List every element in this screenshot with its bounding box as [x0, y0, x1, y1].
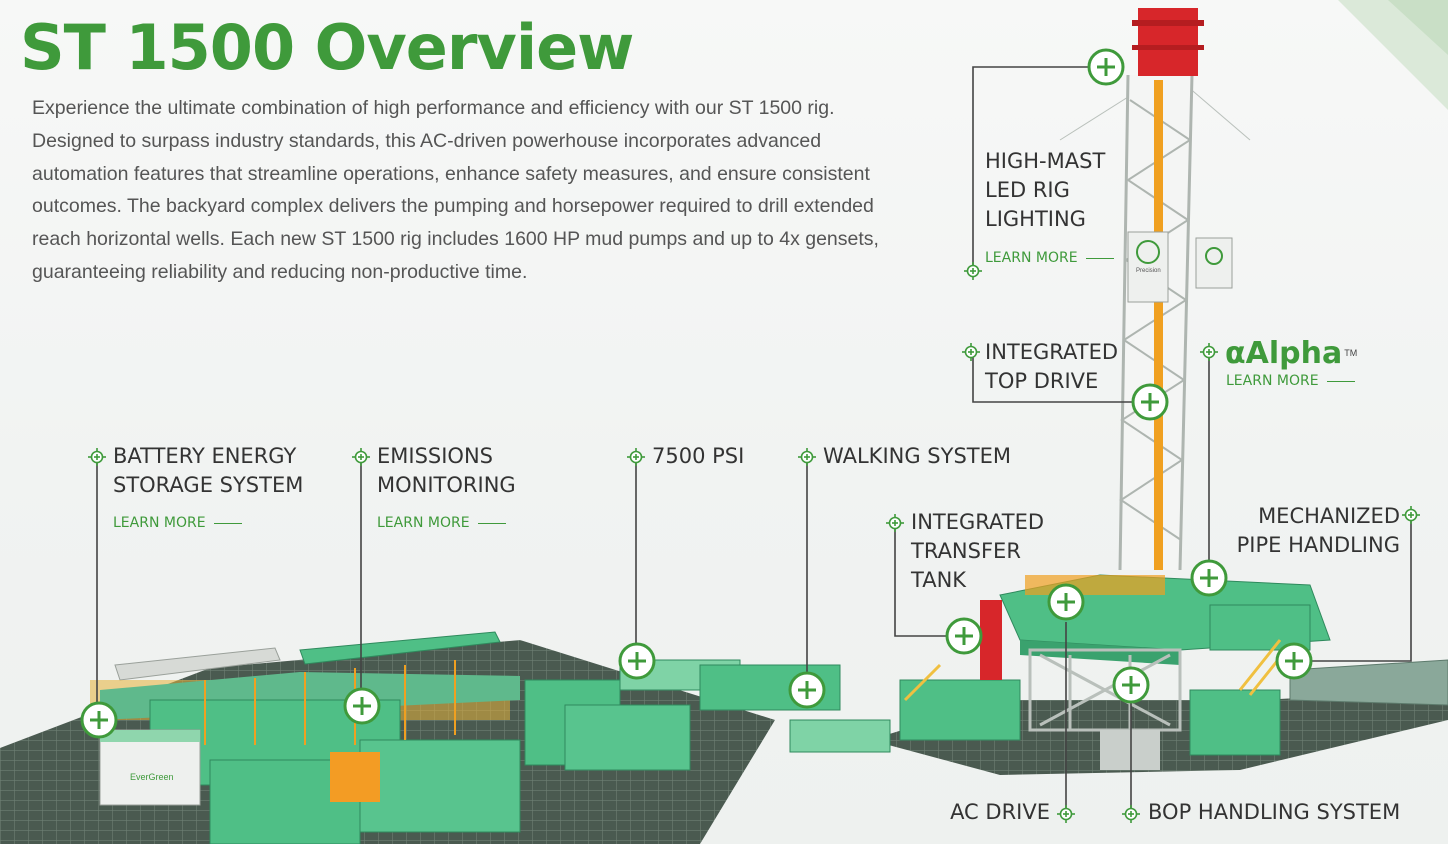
- pin-icon: [963, 261, 983, 281]
- feature-label-walking: Walking System: [823, 444, 1012, 468]
- pin-icon: [1401, 505, 1421, 525]
- hotspot-battery-plus-icon[interactable]: [80, 701, 118, 739]
- feature-label-bop: BOP Handling System: [1148, 800, 1401, 824]
- corner-decoration: [1278, 0, 1448, 110]
- hotspot-high-mast-plus-icon[interactable]: [1087, 48, 1125, 86]
- learn-more-text: LEARN MORE: [985, 250, 1078, 266]
- pin-icon: [626, 447, 646, 467]
- feature-label-top-drive: Integrated Top Drive: [985, 340, 1119, 393]
- pin-icon: [797, 447, 817, 467]
- hotspot-alpha-plus-icon[interactable]: [1190, 559, 1228, 597]
- learn-more-high-mast-link[interactable]: LEARN MORE: [985, 250, 1114, 266]
- feature-label-battery: Battery Energy Storage System: [113, 444, 304, 497]
- feature-label-pipe-handling: Mechanized Pipe Handling: [1236, 504, 1400, 557]
- precision-badge-text: Precision: [1136, 268, 1161, 274]
- hotspot-bop-plus-icon[interactable]: [1112, 666, 1150, 704]
- feature-label-transfer-tank: Integrated Transfer Tank: [911, 510, 1045, 592]
- page-title: ST 1500 Overview: [20, 11, 634, 84]
- learn-more-emissions-link[interactable]: LEARN MORE: [377, 515, 506, 531]
- arrow-line-icon: [1085, 257, 1114, 259]
- feature-label-psi: 7500 PSI: [652, 444, 745, 468]
- learn-more-alpha-link[interactable]: LEARN MORE: [1226, 373, 1355, 389]
- learn-more-battery-link[interactable]: LEARN MORE: [113, 515, 242, 531]
- hotspot-ac-drive-plus-icon[interactable]: [1047, 583, 1085, 621]
- learn-more-text: LEARN MORE: [377, 515, 470, 531]
- learn-more-text: LEARN MORE: [1226, 373, 1319, 389]
- pin-icon: [351, 447, 371, 467]
- feature-label-high-mast: High-Mast LED Rig Lighting: [985, 149, 1106, 231]
- feature-label-emissions: Emissions Monitoring: [377, 444, 516, 497]
- hotspot-pipe-handling-plus-icon[interactable]: [1275, 642, 1313, 680]
- feature-label-ac-drive: AC Drive: [950, 800, 1050, 824]
- battery-unit: EverGreen: [99, 729, 201, 806]
- alpha-trademark: TM: [1344, 348, 1358, 358]
- pin-icon: [885, 513, 905, 533]
- alpha-label: Alpha: [1245, 335, 1343, 371]
- rig-substructure: [899, 574, 1448, 770]
- leader-lines: [96, 66, 1412, 812]
- hotspot-transfer-tank-plus-icon[interactable]: [945, 617, 983, 655]
- arrow-line-icon: [1326, 380, 1355, 382]
- hotspot-top-drive-plus-icon[interactable]: [1131, 383, 1169, 421]
- pin-icon: [87, 447, 107, 467]
- backyard-equipment: EverGreen: [90, 631, 891, 844]
- pin-icon: [1121, 804, 1141, 824]
- alpha-logo-icon: α: [1225, 335, 1246, 371]
- arrow-line-icon: [213, 522, 242, 524]
- rig-mast: Precision: [1059, 8, 1251, 571]
- hotspot-psi-plus-icon[interactable]: [618, 642, 656, 680]
- pin-icon: [1199, 342, 1219, 362]
- hotspot-emissions-plus-icon[interactable]: [343, 687, 381, 725]
- alpha-logo: α Alpha TM: [1225, 331, 1357, 375]
- arrow-line-icon: [477, 522, 506, 524]
- learn-more-text: LEARN MORE: [113, 515, 206, 531]
- battery-brand-text: EverGreen: [130, 772, 174, 782]
- pin-icon: [1056, 804, 1076, 824]
- hotspot-walking-plus-icon[interactable]: [788, 671, 826, 709]
- page-description: Experience the ultimate combination of h…: [32, 97, 879, 283]
- pin-icon: [961, 342, 981, 362]
